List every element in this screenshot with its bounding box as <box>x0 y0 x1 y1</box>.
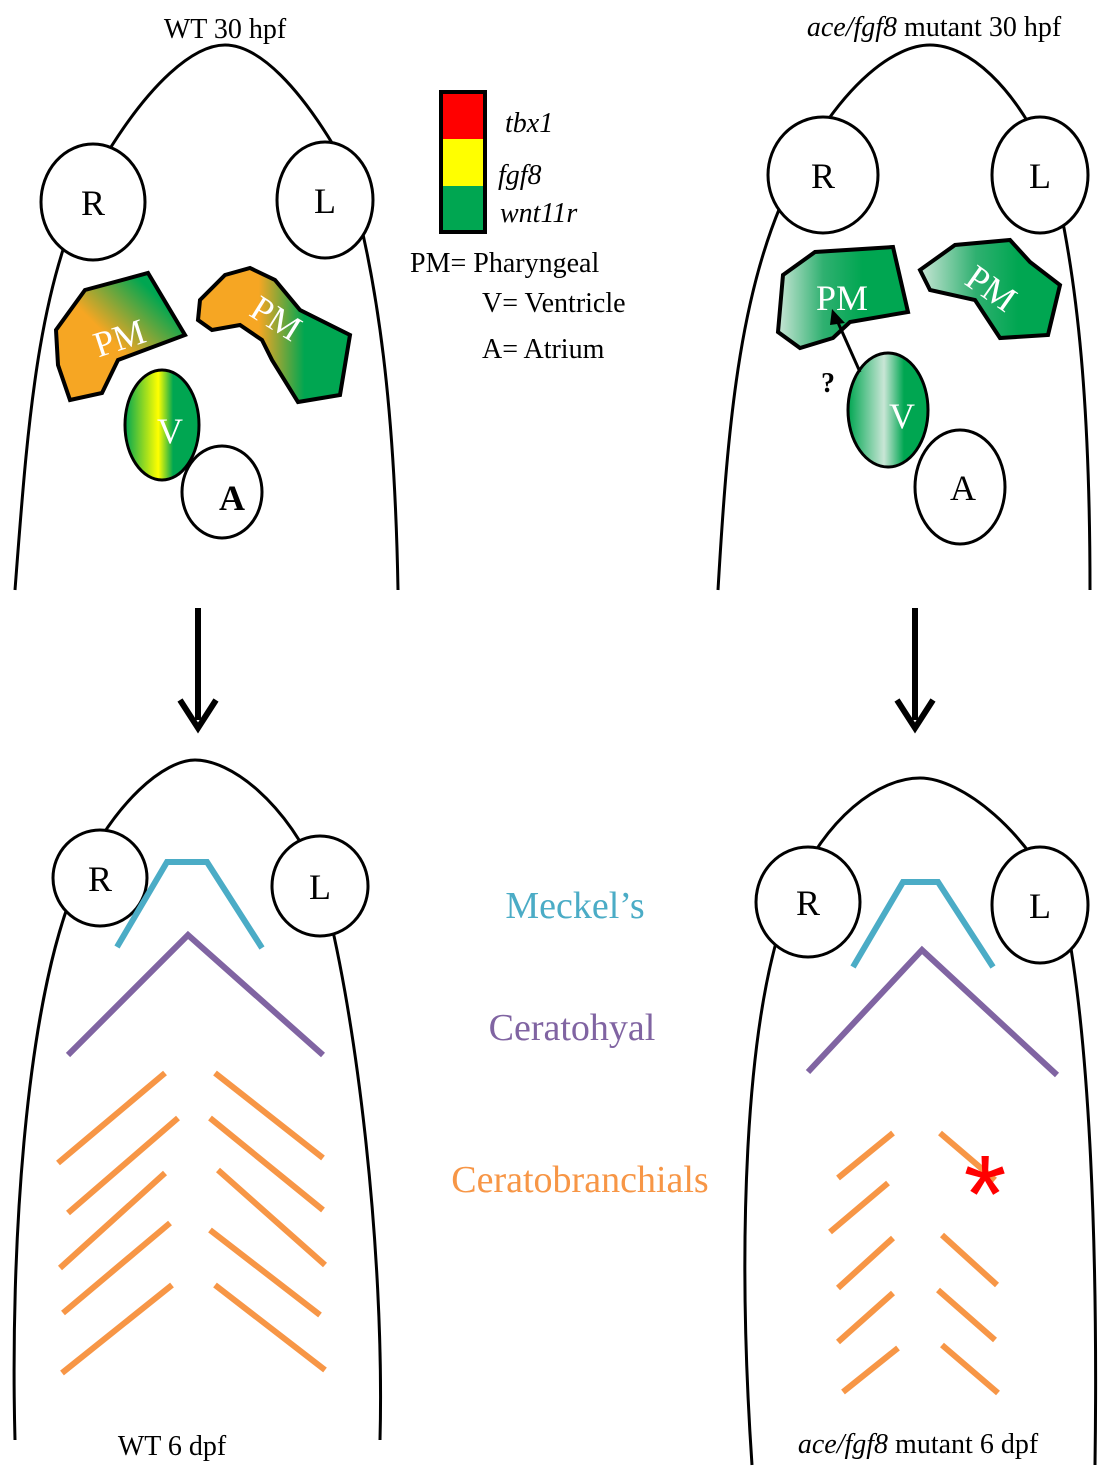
wt-ceratohyal-cartilage <box>68 935 323 1055</box>
legend-abbrev-a: A= Atrium <box>482 334 605 365</box>
wt-30hpf-left-eye-label: L <box>314 181 336 221</box>
wt-ceratobranchials <box>58 1073 325 1373</box>
wt-ceratobranchial-r3 <box>60 1173 165 1268</box>
legend-abbrev-v: V= Ventricle <box>482 288 626 319</box>
legend-swatch-wnt11r <box>443 186 483 230</box>
mutant-pm-right-label: PM <box>816 278 868 318</box>
legend-abbrev-pm: PM= Pharyngeal <box>410 248 599 279</box>
mutant-30hpf-title: ace/fgf8 mutant 30 hpf <box>807 12 1062 43</box>
wt-ceratobranchial-l1 <box>215 1073 323 1158</box>
wt-30hpf-right-eye-label: R <box>81 183 105 223</box>
wt-ceratobranchial-r2 <box>68 1118 178 1213</box>
legend-label-tbx1: tbx1 <box>505 108 553 139</box>
mutant-ceratobranchial-r1 <box>838 1133 893 1178</box>
mutant-6dpf-title: ace/fgf8 mutant 6 dpf <box>798 1429 1039 1460</box>
mutant-ceratobranchial-r4 <box>838 1293 893 1342</box>
mutant-6dpf-right-eye-label: R <box>796 883 820 923</box>
legend-label-fgf8: fgf8 <box>498 160 542 191</box>
wt-ceratobranchial-l2 <box>210 1118 323 1210</box>
wt-ventricle-label: V <box>157 411 183 451</box>
mutant-30hpf-right-eye-label: R <box>811 156 835 196</box>
mutant-ceratobranchial-r2 <box>830 1183 888 1232</box>
meckels-label: Meckel’s <box>505 885 644 927</box>
mutant-30hpf-left-eye-label: L <box>1029 156 1051 196</box>
wt-atrium-label: A <box>219 478 245 518</box>
mutant-30hpf-title-rest: mutant 30 hpf <box>897 12 1062 43</box>
mutant-atrium-label: A <box>950 468 976 508</box>
wt-ceratobranchial-r1 <box>58 1073 165 1163</box>
mutant-6dpf-left-eye-label: L <box>1029 886 1051 926</box>
wt-6dpf-left-eye-label: L <box>309 867 331 907</box>
mutant-6dpf-title-rest: mutant 6 dpf <box>888 1429 1039 1460</box>
mutant-6dpf-title-gene: ace/fgf8 <box>798 1429 888 1460</box>
mutant-ventricle-label: V <box>889 396 915 436</box>
wt-30hpf-title: WT 30 hpf <box>164 14 287 45</box>
mutant-ceratobranchial-l4 <box>938 1290 995 1340</box>
wt-ceratobranchial-l5 <box>215 1285 325 1370</box>
wt-6dpf-title: WT 6 dpf <box>118 1431 227 1462</box>
mutant-ceratobranchial-r5 <box>843 1348 898 1392</box>
legend-swatch-tbx1 <box>443 94 483 139</box>
ceratohyal-label: Ceratohyal <box>489 1007 656 1049</box>
mutant-ceratobranchial-l5 <box>942 1345 998 1393</box>
ceratobranchials-label: Ceratobranchials <box>451 1159 708 1201</box>
legend-swatch-fgf8 <box>443 139 483 186</box>
mutant-30hpf-title-gene: ace/fgf8 <box>807 12 897 43</box>
legend-label-wnt11r: wnt11r <box>500 198 577 229</box>
missing-cartilage-asterisk: * <box>964 1133 1007 1256</box>
mutant-ceratohyal-cartilage <box>808 950 1057 1075</box>
wt-6dpf-right-eye-label: R <box>88 859 112 899</box>
mutant-ceratobranchial-r3 <box>838 1238 893 1288</box>
question-mark: ? <box>821 368 835 399</box>
